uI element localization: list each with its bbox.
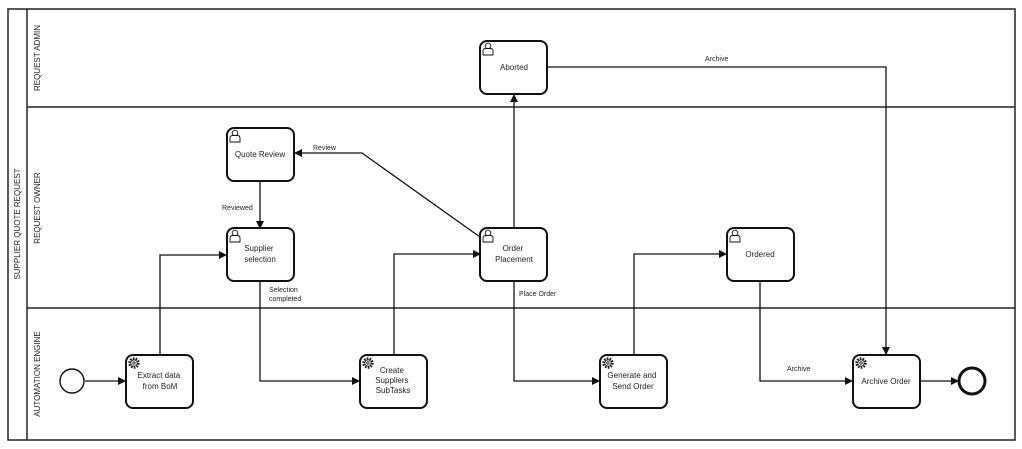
task-supplier-selection-label-2: selection	[244, 255, 276, 264]
flow-generate-order-to-ordered[interactable]	[633, 250, 727, 354]
svg-text:Create Suppliers S: Create Suppliers SubTasks	[375, 366, 411, 395]
task-archive-order[interactable]: Archive Order	[852, 354, 921, 409]
flow-label-archive-top: Archive	[705, 56, 728, 63]
flow-label-review: Review	[313, 145, 337, 152]
pool: SUPPLIER QUOTE REQUEST	[7, 8, 1016, 441]
svg-text:Quote Review: Quote Review	[235, 150, 285, 159]
task-order-placement-label-1: Order	[503, 244, 524, 253]
task-supplier-selection[interactable]: Supplier selection	[226, 227, 295, 282]
pool-label: SUPPLIER QUOTE REQUEST	[13, 168, 22, 279]
flow-label-archive-bottom: Archive	[787, 366, 810, 373]
start-event[interactable]	[59, 368, 85, 394]
flow-label-selection-completed-line-1: Selection	[269, 287, 298, 294]
task-generate-order-label-1: Generate and	[607, 371, 656, 380]
flow-aborted-to-archive-order[interactable]	[548, 66, 890, 355]
svg-text:Generate and Send Order: Generate and Send Order	[607, 371, 658, 391]
lane-label-request-owner: REQUEST OWNER	[33, 172, 42, 244]
task-aborted[interactable]: Aborted	[479, 40, 548, 95]
task-archive-order-label: Archive Order	[861, 377, 911, 386]
flow-create-subtasks-to-order-placement[interactable]	[393, 250, 481, 354]
lane-label-request-admin: REQUEST ADMIN	[33, 25, 42, 91]
task-extract-data-label-1: Extract data	[138, 371, 181, 380]
task-generate-order-label-2: Send Order	[612, 382, 654, 391]
flow-label-selection-completed-line-2: completed	[269, 296, 301, 303]
lane-labels: REQUEST ADMIN REQUEST OWNER AUTOMATION E…	[33, 25, 42, 417]
end-event[interactable]	[957, 366, 987, 396]
task-extract-data-label-2: from BoM	[143, 382, 178, 391]
task-quote-review[interactable]: Quote Review	[226, 127, 295, 182]
flow-ordered-to-archive-order[interactable]	[759, 282, 853, 385]
task-generate-order[interactable]: Generate and Send Order	[599, 354, 668, 409]
flow-order-placement-to-generate-order[interactable]	[513, 282, 600, 385]
task-order-placement-label-2: Placement	[495, 255, 534, 264]
svg-text:Extract data from BoM: Extract data from BoM	[138, 371, 183, 391]
task-ordered[interactable]: Ordered	[726, 227, 795, 282]
task-ordered-label: Ordered	[745, 250, 774, 259]
flow-labels: Archive Review Reviewed Selection comple…	[222, 56, 810, 373]
svg-text:Aborted: Aborted	[500, 63, 528, 72]
flow-label-reviewed: Reviewed	[222, 205, 253, 212]
flow-extract-to-supplier-selection[interactable]	[159, 251, 227, 354]
lane-label-automation-engine: AUTOMATION ENGINE	[33, 331, 42, 417]
sequence-flows	[85, 66, 959, 385]
svg-text:Archive Order: Archive Order	[861, 377, 911, 386]
task-supplier-selection-label-1: Supplier	[244, 244, 274, 253]
task-create-subtasks-label-2: Suppliers	[375, 376, 408, 385]
flow-label-place-order: Place Order	[519, 291, 557, 298]
svg-text:Ordered: Ordered	[745, 250, 774, 259]
flow-order-placement-to-quote-review[interactable]	[294, 149, 481, 238]
task-aborted-label: Aborted	[500, 63, 528, 72]
flow-supplier-selection-to-create-subtasks[interactable]	[259, 282, 360, 385]
flow-label-selection-completed: Selection completed	[269, 287, 301, 303]
svg-text:Order Placement: Order Placement	[495, 244, 534, 264]
task-order-placement[interactable]: Order Placement	[479, 227, 548, 282]
task-extract-data[interactable]: Extract data from BoM	[125, 354, 194, 409]
task-create-subtasks-label-3: SubTasks	[376, 386, 411, 395]
task-create-subtasks-label-1: Create	[380, 366, 405, 375]
task-create-subtasks[interactable]: Create Suppliers SubTasks	[359, 354, 428, 409]
task-quote-review-label: Quote Review	[235, 150, 285, 159]
svg-text:Supplier selection: Supplier selection	[244, 244, 276, 264]
